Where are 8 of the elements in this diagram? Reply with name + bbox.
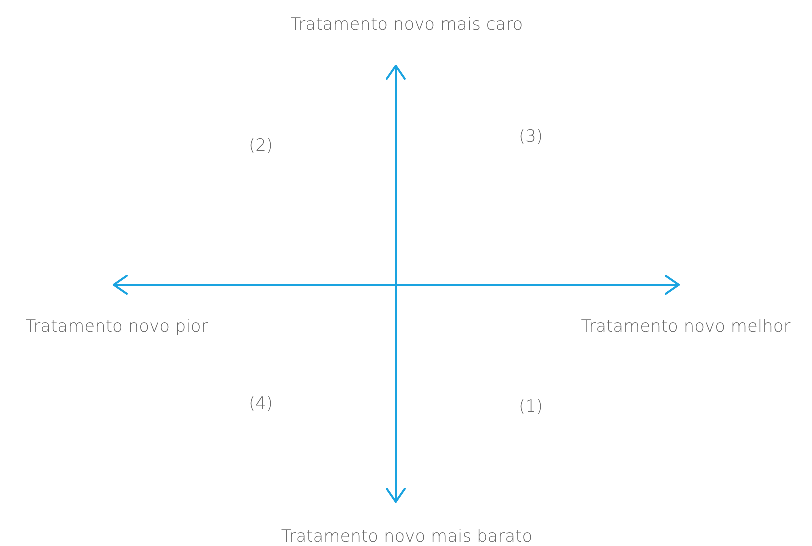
quadrant-number: (3)	[518, 126, 544, 148]
axis-label: Tratamento novo melhor	[581, 316, 791, 338]
quadrant-number: (1)	[518, 396, 544, 418]
axis-label: Tratamento novo pior	[26, 316, 208, 338]
quadrant-number: (2)	[248, 136, 274, 156]
axis-label: Tratamento novo mais barato	[281, 526, 533, 546]
axis-label: Tratamento novo mais caro	[290, 14, 524, 36]
quadrant-number: (4)	[248, 394, 274, 414]
